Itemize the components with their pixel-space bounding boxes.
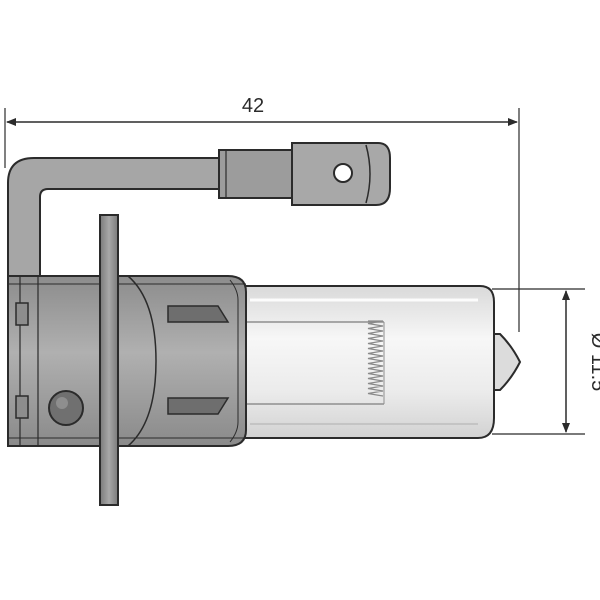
- bulb-tip: [493, 333, 522, 391]
- diameter-label: Ø 11.5: [587, 333, 600, 392]
- bulb-body: [7, 275, 247, 447]
- terminal-crimp: [218, 149, 300, 199]
- filament-coil: [367, 320, 384, 397]
- filament-wire: [367, 320, 384, 397]
- terminal-hole: [333, 163, 353, 183]
- mounting-flange: [99, 214, 119, 506]
- terminal-spade: [291, 142, 391, 206]
- locking-tabs: [167, 305, 230, 415]
- length-dimension: 42: [4, 95, 520, 332]
- diameter-dimension: Ø 11.5: [492, 288, 600, 435]
- ground-pin: [48, 390, 84, 426]
- filament-supports: [244, 321, 385, 405]
- base-notches: [15, 302, 29, 419]
- length-label: 42: [242, 95, 264, 117]
- glass-bulb: [235, 285, 522, 439]
